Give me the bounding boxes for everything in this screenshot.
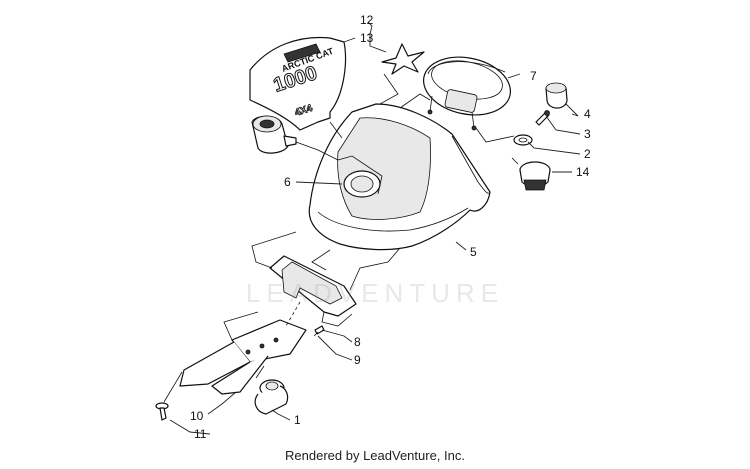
knob-part[interactable] [545, 82, 568, 109]
console-housing-part[interactable] [308, 103, 491, 251]
assembly-guide-lines [163, 73, 519, 403]
callout-8[interactable]: 8 [354, 335, 361, 349]
callout-9[interactable]: 9 [354, 353, 361, 367]
callout-labels: 12 13 7 4 3 2 14 6 5 8 9 10 11 1 [190, 13, 591, 441]
gauge-part[interactable] [418, 49, 516, 131]
mounting-bracket-part[interactable] [179, 319, 307, 395]
callout-2[interactable]: 2 [584, 147, 591, 161]
callout-12[interactable]: 12 [360, 13, 374, 27]
callout-4[interactable]: 4 [584, 107, 591, 121]
footer-credit: Rendered by LeadVenture, Inc. [285, 448, 465, 463]
ignition-switch-part[interactable] [254, 379, 289, 415]
callout-1[interactable]: 1 [294, 413, 301, 427]
callout-3[interactable]: 3 [584, 127, 591, 141]
rivet-part[interactable] [155, 402, 169, 421]
washer-part[interactable] [513, 134, 533, 146]
callout-7[interactable]: 7 [530, 69, 537, 83]
pin-part[interactable] [535, 110, 550, 126]
emblem-decal-part[interactable] [381, 43, 425, 75]
callout-10[interactable]: 10 [190, 409, 204, 423]
callout-11[interactable]: 11 [194, 427, 207, 441]
bezel-part[interactable] [269, 255, 357, 327]
callout-13[interactable]: 13 [360, 31, 374, 45]
callout-5[interactable]: 5 [470, 245, 477, 259]
callout-6[interactable]: 6 [284, 175, 291, 189]
screw-part[interactable] [313, 325, 325, 337]
decal-part[interactable]: ARCTIC CAT 1000 4X4 [249, 36, 347, 131]
callout-14[interactable]: 14 [576, 165, 590, 179]
outlet-part[interactable] [251, 115, 297, 154]
callout-leaders [169, 21, 581, 435]
switch-part[interactable] [519, 161, 551, 191]
